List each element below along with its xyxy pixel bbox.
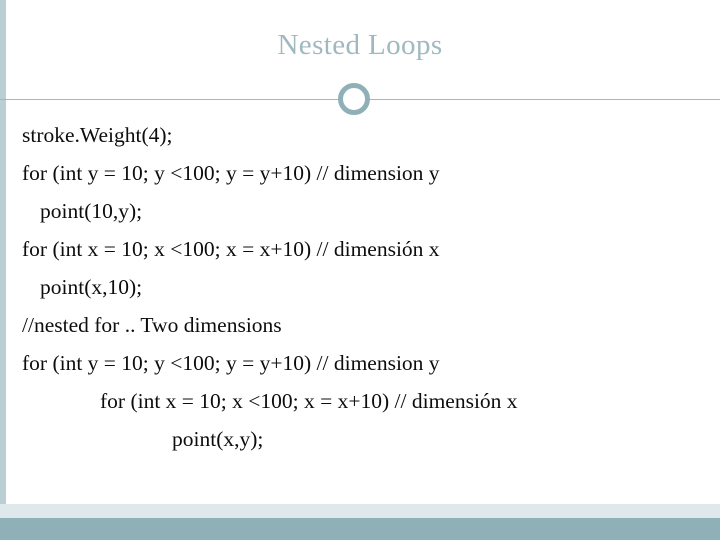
code-line: for (int y = 10; y <100; y = y+10) // di… [22, 351, 440, 375]
title-area: Nested Loops [0, 0, 720, 98]
code-line: for (int x = 10; x <100; x = x+10) // di… [22, 237, 440, 261]
code-line: //nested for .. Two dimensions [22, 313, 282, 337]
code-line: stroke.Weight(4); [22, 123, 173, 147]
code-line: for (int x = 10; x <100; x = x+10) // di… [100, 389, 518, 413]
code-line: point(10,y); [40, 199, 143, 223]
left-accent-bar [0, 0, 6, 540]
footer-band-accent [0, 518, 720, 540]
code-block: stroke.Weight(4); for (int y = 10; y <10… [22, 116, 702, 458]
footer-band-light [0, 504, 720, 518]
page-title: Nested Loops [277, 29, 443, 62]
code-line: for (int y = 10; y <100; y = y+10) // di… [22, 161, 440, 185]
code-line: point(x,y); [172, 427, 264, 451]
divider-ring-icon [338, 83, 370, 115]
code-line: point(x,10); [40, 275, 143, 299]
